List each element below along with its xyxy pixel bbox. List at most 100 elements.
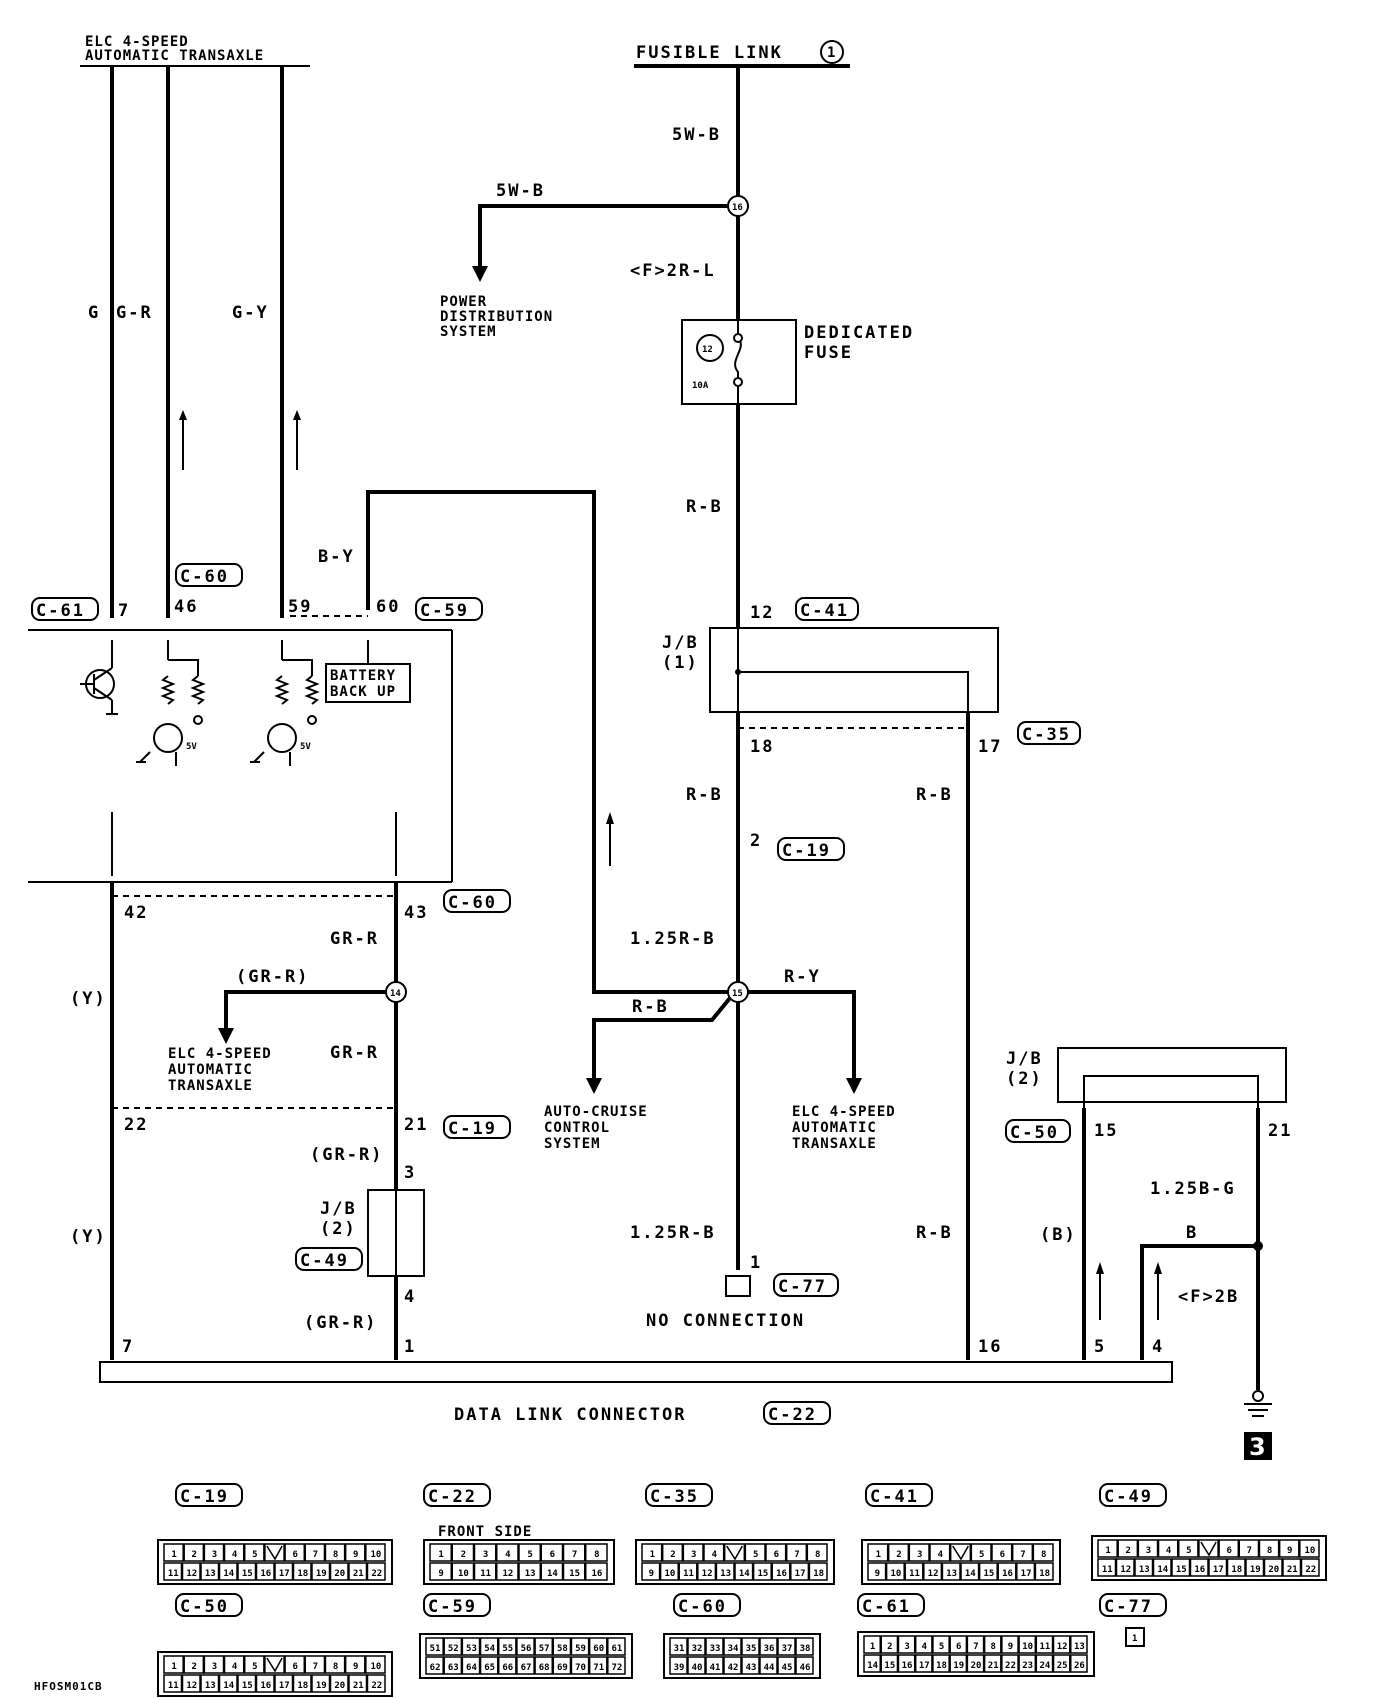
connector-cell bbox=[932, 1635, 950, 1654]
connector-pin: 38 bbox=[800, 1644, 811, 1654]
connector-cell bbox=[607, 1656, 626, 1675]
connector-cell bbox=[552, 1656, 572, 1675]
connector-cell bbox=[885, 1562, 905, 1581]
connector-pin: 53 bbox=[466, 1644, 477, 1654]
arrow-icon bbox=[218, 1028, 234, 1044]
c49-tag-frame bbox=[295, 1247, 363, 1271]
connector-pin: 8 bbox=[815, 1550, 820, 1560]
connector-pin: 4 bbox=[938, 1550, 944, 1560]
connector-pin: 57 bbox=[539, 1644, 550, 1654]
connector-cell bbox=[496, 1562, 519, 1581]
label-rb-2: R-B bbox=[686, 785, 723, 805]
five-v-label-1: 5V bbox=[186, 742, 197, 752]
connector-pin: 69 bbox=[557, 1663, 568, 1673]
connector-pin: 7 bbox=[313, 1662, 318, 1672]
connector-cell bbox=[497, 1637, 517, 1656]
connector-cell bbox=[1226, 1558, 1246, 1577]
c50-tag: C-50 bbox=[1010, 1123, 1059, 1143]
connector-cell bbox=[585, 1562, 608, 1581]
connector-cell bbox=[518, 1543, 541, 1562]
pin-46: 46 bbox=[174, 597, 198, 617]
connector-cell bbox=[479, 1656, 499, 1675]
connector-cell bbox=[1278, 1539, 1300, 1558]
connector-pin: 60 bbox=[593, 1644, 604, 1654]
connector-cell bbox=[1035, 1654, 1054, 1673]
connector-cell bbox=[897, 1654, 916, 1673]
connector-cell bbox=[759, 1656, 778, 1675]
connector-tag-frame bbox=[1099, 1593, 1167, 1617]
connector-pin: 2 bbox=[887, 1642, 892, 1652]
connector-pin: 20 bbox=[1268, 1565, 1279, 1575]
elc-mid-line3: TRANSAXLE bbox=[168, 1078, 253, 1094]
connector-pin: 8 bbox=[594, 1550, 599, 1560]
elc-mid-line2: AUTOMATIC bbox=[168, 1062, 253, 1078]
c22-tag-frame bbox=[763, 1401, 831, 1425]
connector-cell bbox=[264, 1655, 285, 1674]
pin-21: 21 bbox=[404, 1115, 428, 1135]
connector-cell bbox=[311, 1562, 331, 1581]
connector-pin: 8 bbox=[1267, 1546, 1272, 1556]
connector-cell bbox=[311, 1674, 331, 1693]
label-grr-4: (GR-R) bbox=[304, 1313, 377, 1333]
auto-cruise-line1: AUTO-CRUISE bbox=[544, 1104, 648, 1120]
wire-by bbox=[366, 490, 728, 994]
connector-pin: 14 bbox=[223, 1681, 234, 1691]
connector-cell bbox=[425, 1656, 444, 1675]
connector-cell bbox=[687, 1656, 706, 1675]
connector-cell bbox=[678, 1562, 698, 1581]
connector-body bbox=[663, 1633, 821, 1679]
connector-pin: 11 bbox=[1040, 1642, 1051, 1652]
connector-pin: 65 bbox=[484, 1663, 495, 1673]
connector-cell bbox=[682, 1543, 704, 1562]
connector-cell bbox=[777, 1637, 796, 1656]
c61-tag-frame bbox=[31, 597, 99, 621]
connector-cell bbox=[570, 1656, 590, 1675]
connector-cell bbox=[697, 1562, 717, 1581]
connector-cell bbox=[669, 1656, 688, 1675]
fuse-number: 12 bbox=[702, 345, 713, 355]
connector-pin: 41 bbox=[710, 1663, 721, 1673]
connector-pin: 3 bbox=[212, 1550, 217, 1560]
c22-tag: C-22 bbox=[768, 1405, 817, 1425]
connector-cell bbox=[292, 1674, 312, 1693]
connector-cell bbox=[552, 1637, 572, 1656]
connector-tag-frame bbox=[857, 1593, 925, 1617]
connector-pin: 1 bbox=[1105, 1546, 1110, 1556]
connector-cell bbox=[661, 1543, 684, 1562]
connector-cell bbox=[461, 1637, 481, 1656]
power-dist-line2: DISTRIBUTION bbox=[440, 309, 553, 325]
connector-cell bbox=[243, 1543, 265, 1562]
connector-cell bbox=[806, 1543, 828, 1562]
pin-4: 4 bbox=[404, 1287, 416, 1307]
connector-cell bbox=[867, 1543, 889, 1562]
label-grr-2: GR-R bbox=[330, 1043, 379, 1063]
connector-cell bbox=[324, 1655, 346, 1674]
connector-tag: C-59 bbox=[428, 1597, 477, 1617]
connector-pin: 3 bbox=[691, 1550, 696, 1560]
label-rb-3: R-B bbox=[632, 997, 669, 1017]
connector-cell bbox=[451, 1543, 475, 1562]
jb2-right-box bbox=[1057, 1047, 1287, 1103]
connector-cell bbox=[966, 1654, 985, 1673]
connector-cell bbox=[1300, 1558, 1320, 1577]
connector-body bbox=[419, 1633, 633, 1679]
connector-pin: 13 bbox=[205, 1569, 216, 1579]
connector-cell bbox=[443, 1637, 463, 1656]
connector-cell bbox=[429, 1562, 452, 1581]
connector-pin: 17 bbox=[1213, 1565, 1224, 1575]
connector-pin: 12 bbox=[186, 1569, 197, 1579]
connector-cell bbox=[1018, 1654, 1037, 1673]
connector-pin: 56 bbox=[521, 1644, 532, 1654]
connector-cell bbox=[284, 1655, 306, 1674]
connector-cell bbox=[880, 1654, 899, 1673]
c19-mid-tag-frame bbox=[777, 837, 845, 861]
connector-pin: 3 bbox=[212, 1662, 217, 1672]
pin-17: 17 bbox=[978, 737, 1002, 757]
connector-pin: 2 bbox=[670, 1550, 675, 1560]
connector-cell bbox=[795, 1656, 814, 1675]
connector-pin: 24 bbox=[1040, 1661, 1051, 1671]
connector-cell bbox=[949, 1654, 968, 1673]
connector-cell bbox=[348, 1674, 368, 1693]
connector-body bbox=[423, 1539, 615, 1585]
